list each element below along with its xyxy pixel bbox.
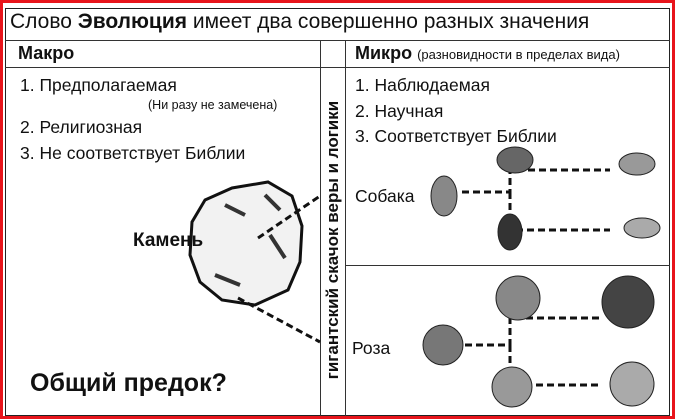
rose-label: Роза [352, 338, 391, 358]
diagram-table [5, 8, 670, 416]
title-bold-word: Эволюция [77, 10, 188, 33]
micro-item: 2. Научная [355, 101, 444, 121]
rock-label: Камень [133, 230, 204, 251]
micro-item: 3. Соответствует Библии [355, 126, 557, 146]
rose-icon [422, 275, 655, 408]
divider [5, 40, 670, 41]
macro-item: 1. Предполагаемая [20, 75, 177, 95]
page-title: Слово Эволюция имеет два совершенно разн… [10, 10, 589, 34]
macro-item: 3. Не соответствует Библии [20, 143, 246, 163]
micro-item: 1. Наблюдаемая [355, 75, 490, 95]
common-ancestor-question: Общий предок? [30, 369, 227, 397]
macro-header: Макро [18, 43, 75, 63]
macro-note: (Ни разу не замечена) [148, 98, 278, 112]
divider [345, 265, 670, 266]
micro-header-note: (разновидности в пределах вида) [417, 47, 620, 62]
title-prefix: Слово [10, 10, 72, 33]
divider [320, 40, 321, 416]
title-suffix: имеет два совершенно разных значения [192, 10, 590, 33]
divider [345, 40, 346, 416]
dog-label: Собака [355, 186, 415, 206]
micro-header-label: Микро [355, 43, 413, 63]
micro-header: Микро (разновидности в пределах вида) [355, 43, 620, 64]
macro-item: 2. Религиозная [20, 117, 143, 137]
dog-icon [430, 146, 661, 251]
rock-icon [188, 180, 304, 307]
divider [5, 67, 670, 68]
